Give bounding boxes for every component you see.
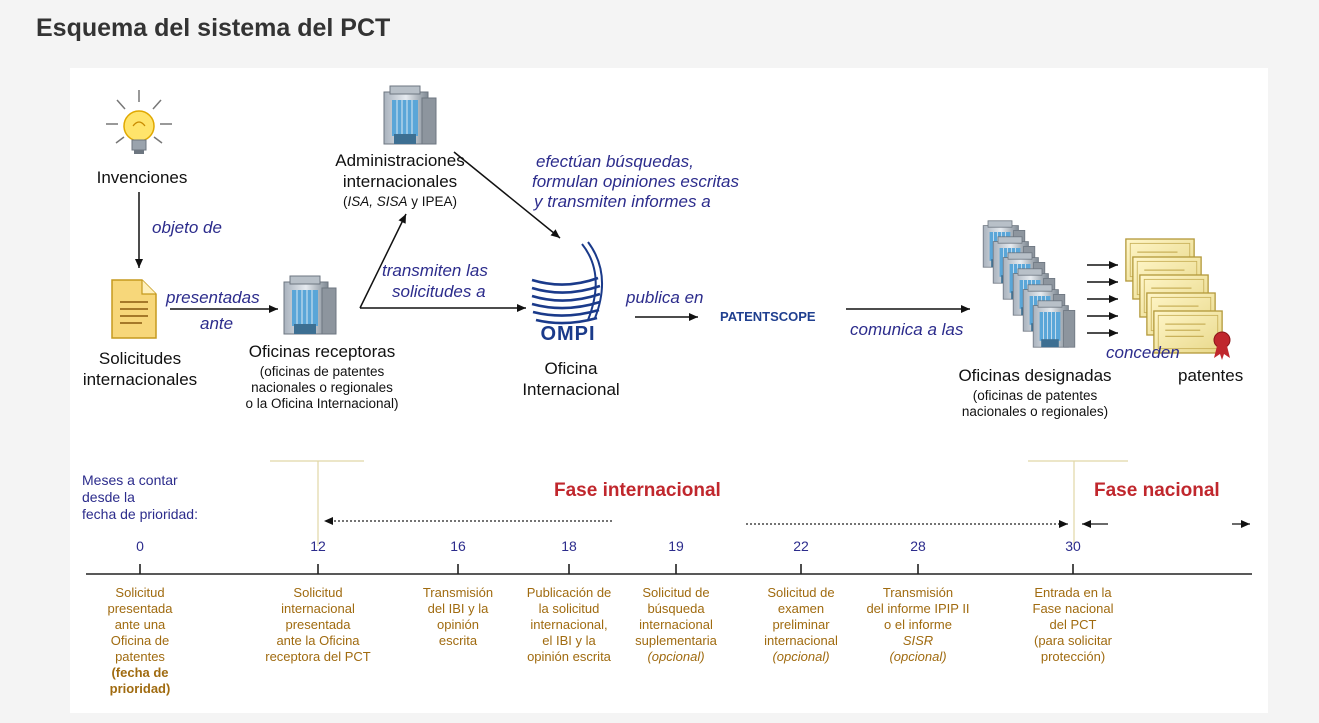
- arrow-authorities-to-ib: [453, 151, 561, 239]
- designated-offices-buildings-icon: [982, 220, 1076, 348]
- month-0: 0: [136, 538, 144, 554]
- comunica-label: comunica a las: [850, 320, 964, 339]
- ompi-logo-text: OMPI: [540, 323, 596, 345]
- oficinas-designadas-label: Oficinas designadas: [958, 366, 1112, 385]
- month-18: 18: [561, 538, 577, 554]
- month-16: 16: [450, 538, 466, 554]
- international-authority-building-icon: [383, 85, 437, 145]
- efectuan-label: efectúan búsquedas, formulan opiniones e…: [532, 152, 739, 211]
- oficinas-designadas-sub: (oficinas de patentes nacionales o regio…: [961, 388, 1109, 419]
- document-icon: [111, 279, 157, 339]
- oficina-internacional-label: Oficina Internacional: [522, 359, 620, 399]
- conceden-label: conceden: [1106, 343, 1180, 362]
- ante-label: ante: [200, 314, 234, 333]
- solicitudes-internacionales-label: Solicitudes internacionales: [82, 349, 198, 389]
- patent-certificates-icon: [1125, 238, 1231, 360]
- fase-nacional-heading: Fase nacional: [1094, 480, 1220, 501]
- admin-acronyms: (ISA, SISA y IPEA): [342, 194, 458, 209]
- meses-label: Meses a contar desde la fecha de priorid…: [82, 472, 198, 522]
- page-title: Esquema del sistema del PCT: [36, 14, 391, 42]
- objeto-de-label: objeto de: [152, 218, 222, 237]
- month-28: 28: [910, 538, 926, 554]
- ompi-logo-icon: [531, 241, 604, 325]
- administraciones-label: Administraciones internacionales: [335, 151, 465, 191]
- lightbulb-icon: [106, 90, 172, 154]
- month-12: 12: [310, 538, 326, 554]
- fase-internacional-heading: Fase internacional: [554, 480, 721, 501]
- oficinas-receptoras-sub: (oficinas de patentes nacionales o regio…: [245, 364, 399, 411]
- publica-en-label: publica en: [626, 288, 704, 307]
- diagram-drawing: [86, 85, 1252, 575]
- arrow-receiving-to-authorities: [359, 213, 407, 309]
- presentadas-label: presentadas: [166, 288, 260, 307]
- oficinas-receptoras-label: Oficinas receptoras: [248, 342, 396, 361]
- patentscope-label: PATENTSCOPE: [720, 309, 816, 324]
- receiving-office-building-icon: [283, 275, 337, 335]
- timeline-axis: [86, 564, 1252, 575]
- transmiten-label: transmiten las solicitudes a: [382, 261, 488, 301]
- month-19: 19: [668, 538, 684, 554]
- diagram-panel: Invenciones objeto de Solicitudes intern…: [70, 68, 1268, 713]
- invenciones-label: Invenciones: [96, 168, 188, 187]
- month-30: 30: [1065, 538, 1081, 554]
- patentes-label: patentes: [1178, 366, 1244, 385]
- month-22: 22: [793, 538, 809, 554]
